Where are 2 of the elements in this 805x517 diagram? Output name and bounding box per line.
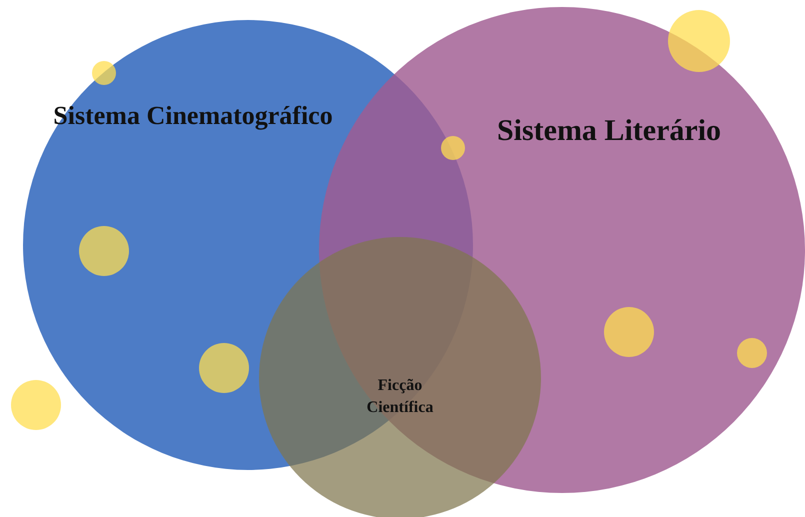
- circle-label: Ficção Científica: [366, 376, 434, 418]
- circle-label: Sistema Literário: [496, 113, 722, 149]
